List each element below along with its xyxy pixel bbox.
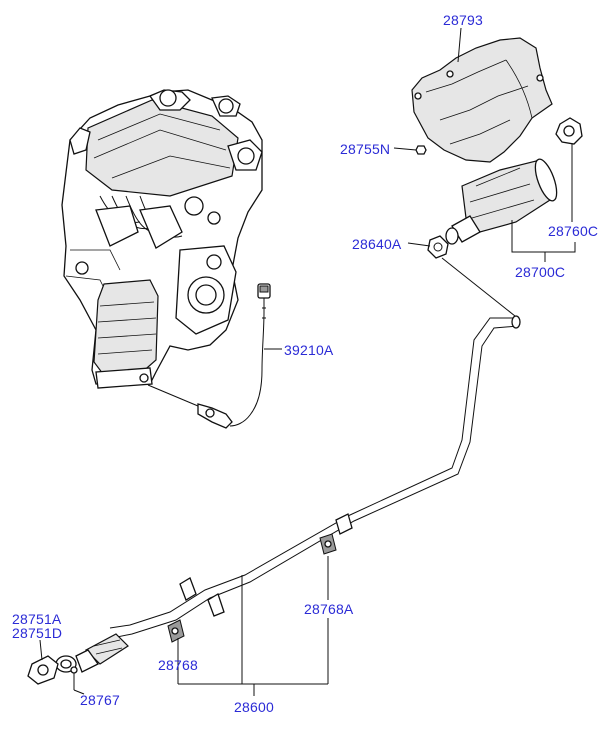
part-label-28751D[interactable]: 28751D bbox=[12, 625, 63, 641]
engine-assembly-drawing bbox=[61, 89, 263, 389]
part-label-28755N[interactable]: 28755N bbox=[340, 141, 391, 157]
clamp-28640A-drawing bbox=[427, 235, 449, 259]
gasket-28760C-drawing bbox=[555, 117, 583, 145]
bolt-28755N-drawing bbox=[415, 145, 427, 155]
part-label-28768A[interactable]: 28768A bbox=[304, 601, 354, 617]
oxygen-sensor-drawing bbox=[197, 283, 271, 429]
part-label-39210A[interactable]: 39210A bbox=[284, 342, 334, 358]
catalytic-converter-drawing bbox=[445, 158, 558, 245]
part-label-28640A[interactable]: 28640A bbox=[352, 236, 402, 252]
part-label-28751A[interactable]: 28751A bbox=[12, 611, 62, 627]
part-label-28768[interactable]: 28768 bbox=[158, 657, 198, 673]
gasket-28751-drawing bbox=[27, 655, 59, 685]
rubber-hanger-28768-drawing bbox=[167, 619, 185, 643]
part-label-28760C[interactable]: 28760C bbox=[548, 223, 599, 239]
exhaust-pipe-drawing bbox=[55, 315, 521, 673]
leader-lines bbox=[39, 27, 576, 696]
part-label-28700C[interactable]: 28700C bbox=[515, 264, 566, 280]
heat-protector-drawing bbox=[411, 37, 553, 163]
bolt-28767-drawing bbox=[70, 666, 78, 690]
part-label-28767[interactable]: 28767 bbox=[80, 692, 120, 708]
rubber-hanger-28768A-drawing bbox=[319, 533, 337, 555]
part-label-28600[interactable]: 28600 bbox=[234, 699, 274, 715]
part-label-28793[interactable]: 28793 bbox=[443, 12, 483, 28]
